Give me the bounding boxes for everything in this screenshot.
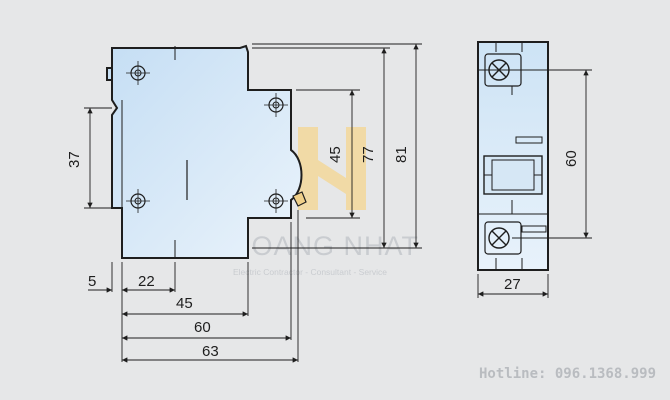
dim-63-label: 63 [202,343,219,360]
side-body-outline [106,44,303,259]
dim-60h-label: 60 [563,150,580,167]
screw-icon [126,61,150,85]
dim-77-label: 77 [360,146,377,163]
watermark-tagline: Electric Contractor - Consultant - Servi… [233,267,387,277]
dim-81-label: 81 [393,146,410,163]
dim-45h-label: 45 [327,146,344,163]
screw-icon [264,189,288,213]
dim-22-label: 22 [138,273,155,290]
hotline-text: Hotline: 096.1368.999 [479,366,656,382]
watermark-h-logo-icon [298,127,366,210]
side-dimensions [84,43,422,363]
front-view [477,41,549,271]
screw-icon [264,93,288,117]
terminal-screw-icon [484,53,522,87]
dim-37-label: 37 [66,151,83,168]
front-dimensions [477,69,592,298]
watermark-logo [298,127,366,210]
lever-icon [292,191,307,207]
dim-45w-label: 45 [176,295,193,312]
toggle-handle-icon [483,155,543,195]
side-view [106,44,307,259]
dim-27-label: 27 [504,276,521,293]
dim-5-label: 5 [88,273,96,290]
dim-60w-label: 60 [194,319,211,336]
screw-icon [126,189,150,213]
watermark-brand: HOANG NHAT [231,231,419,261]
